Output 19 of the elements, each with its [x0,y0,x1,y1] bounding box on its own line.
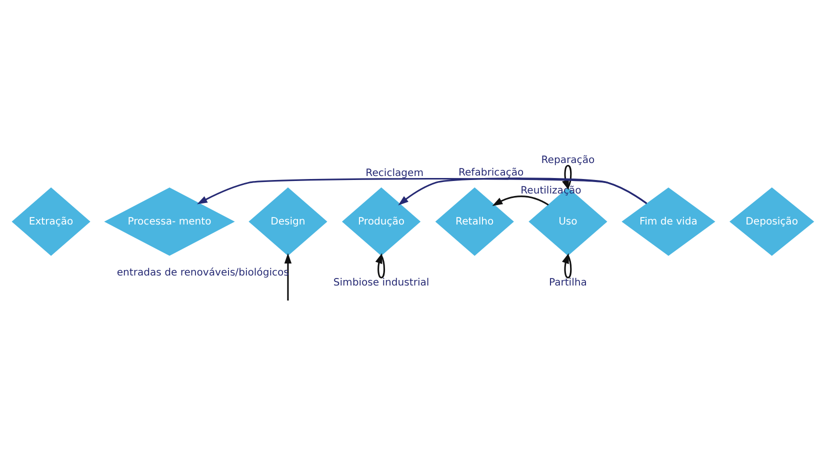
arrow [562,164,572,190]
edge-label: Reciclagem [366,168,424,179]
arrow [284,252,292,300]
node-diamond: Design [248,186,328,256]
node-diamond: Deposição [730,186,814,256]
arrow [375,252,386,278]
arrow [398,177,648,205]
edge-label: Partilha [548,277,587,288]
node-diamond: Processa- mento [104,186,235,256]
arrow [492,195,549,206]
node-diamond: Produção [342,186,421,256]
arrow [196,177,648,204]
arrow [562,252,572,278]
edge-label: Refabricação [458,167,524,178]
edge-label: Simbiose industrial [333,277,430,288]
node-diamond: Fim de vida [622,186,716,256]
node-diamond: Extração [12,186,90,256]
edge-label: Reparação [541,154,595,166]
node-diamond: Retalho [435,186,514,256]
